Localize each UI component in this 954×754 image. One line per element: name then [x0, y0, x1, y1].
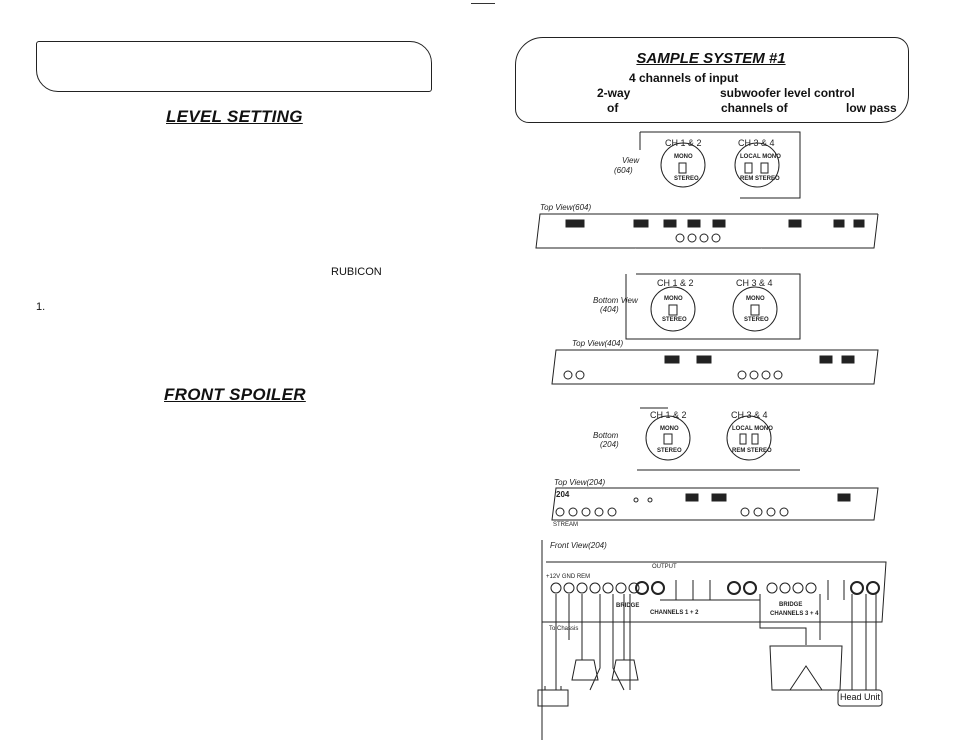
view204-rem-stereo-label: REM STEREO	[732, 448, 772, 454]
view404-ch12-circle	[650, 286, 696, 332]
view404-frame	[625, 273, 801, 340]
view204-ch34-label: CH 3 & 4	[731, 410, 768, 420]
view404-ch12-mono: MONO	[664, 296, 683, 302]
view604-ch12-circle	[660, 142, 706, 188]
left-title-box	[36, 41, 432, 92]
view604-ch34-circle	[734, 142, 780, 188]
brand-name: RUBICON	[331, 266, 382, 278]
view404-ch12-stereo: STEREO	[662, 317, 687, 323]
top404-label: Top View(404)	[572, 339, 624, 348]
battery	[537, 689, 569, 707]
output-label: OUTPUT	[652, 564, 677, 570]
view204-local-mono-label: LOCAL MONO	[732, 426, 773, 432]
stream-label: STREAM	[553, 522, 579, 528]
view204-stereo-label: STEREO	[657, 448, 682, 454]
view404-ch12-label: CH 1 & 2	[657, 278, 694, 288]
view604-mono-label: MONO	[674, 154, 693, 160]
header-line-2a: 2-way	[597, 86, 631, 100]
header-line-3c: low pass	[846, 101, 897, 115]
front204-label: Front View(204)	[550, 541, 607, 550]
header-line-1: 4 channels of input	[629, 71, 739, 85]
page-top-rule	[471, 3, 495, 4]
view204-label: Bottom	[593, 431, 619, 440]
top204-body	[551, 487, 879, 521]
top204-model: 204	[556, 490, 570, 499]
view204-ch12-circle	[645, 415, 691, 461]
top604-body	[535, 213, 879, 249]
top604-label: Top View(604)	[540, 203, 592, 212]
subwoofer-box	[769, 645, 843, 691]
view404-label: Bottom View	[593, 296, 638, 305]
front-spoiler-heading: FRONT SPOILER	[164, 385, 306, 404]
view404-ch34-circle	[732, 286, 778, 332]
view604-label: View	[622, 156, 640, 165]
level-setting-heading: LEVEL SETTING	[166, 107, 303, 126]
view404-ch34-stereo: STEREO	[744, 317, 769, 323]
view404-model: (404)	[600, 305, 619, 314]
bridge-left-label: BRIDGE	[616, 603, 640, 609]
channels12-label: CHANNELS 1 + 2	[650, 610, 699, 616]
sample-system-title: SAMPLE SYSTEM #1	[636, 50, 786, 67]
view204-ch34-circle	[726, 415, 772, 461]
view204-ch12-label: CH 1 & 2	[650, 410, 687, 420]
power-terminals-label: +12V GND REM	[546, 574, 591, 580]
head-unit-label: Head Unit	[840, 692, 881, 702]
head-unit-box	[837, 689, 883, 707]
list-marker: 1.	[36, 301, 46, 313]
view604-rem-stereo-label: REM STEREO	[740, 176, 780, 182]
channels34-label: CHANNELS 3 + 4	[770, 611, 819, 617]
front204-body	[542, 561, 887, 623]
header-line-2b: subwoofer level control	[720, 86, 855, 100]
view604-stereo-label: STEREO	[674, 176, 699, 182]
view604-ch34-label: CH 3 & 4	[738, 138, 775, 148]
view204-mono-label: MONO	[660, 426, 679, 432]
view404-ch34-mono: MONO	[746, 296, 765, 302]
view604-local-mono-label: LOCAL MONO	[740, 154, 781, 160]
header-line-3b: channels of	[721, 101, 788, 115]
view604-model: (604)	[614, 166, 633, 175]
top404-body	[551, 349, 879, 385]
header-line-3a: of	[607, 101, 619, 115]
bridge-right-label: BRIDGE	[779, 602, 803, 608]
view404-ch34-label: CH 3 & 4	[736, 278, 773, 288]
top204-label: Top View(204)	[554, 478, 606, 487]
view604-ch12-label: CH 1 & 2	[665, 138, 702, 148]
view604-frame	[640, 131, 801, 199]
view204-model: (204)	[600, 440, 619, 449]
chassis-label: To Chassis	[549, 626, 579, 632]
sample-system-box	[515, 37, 909, 123]
